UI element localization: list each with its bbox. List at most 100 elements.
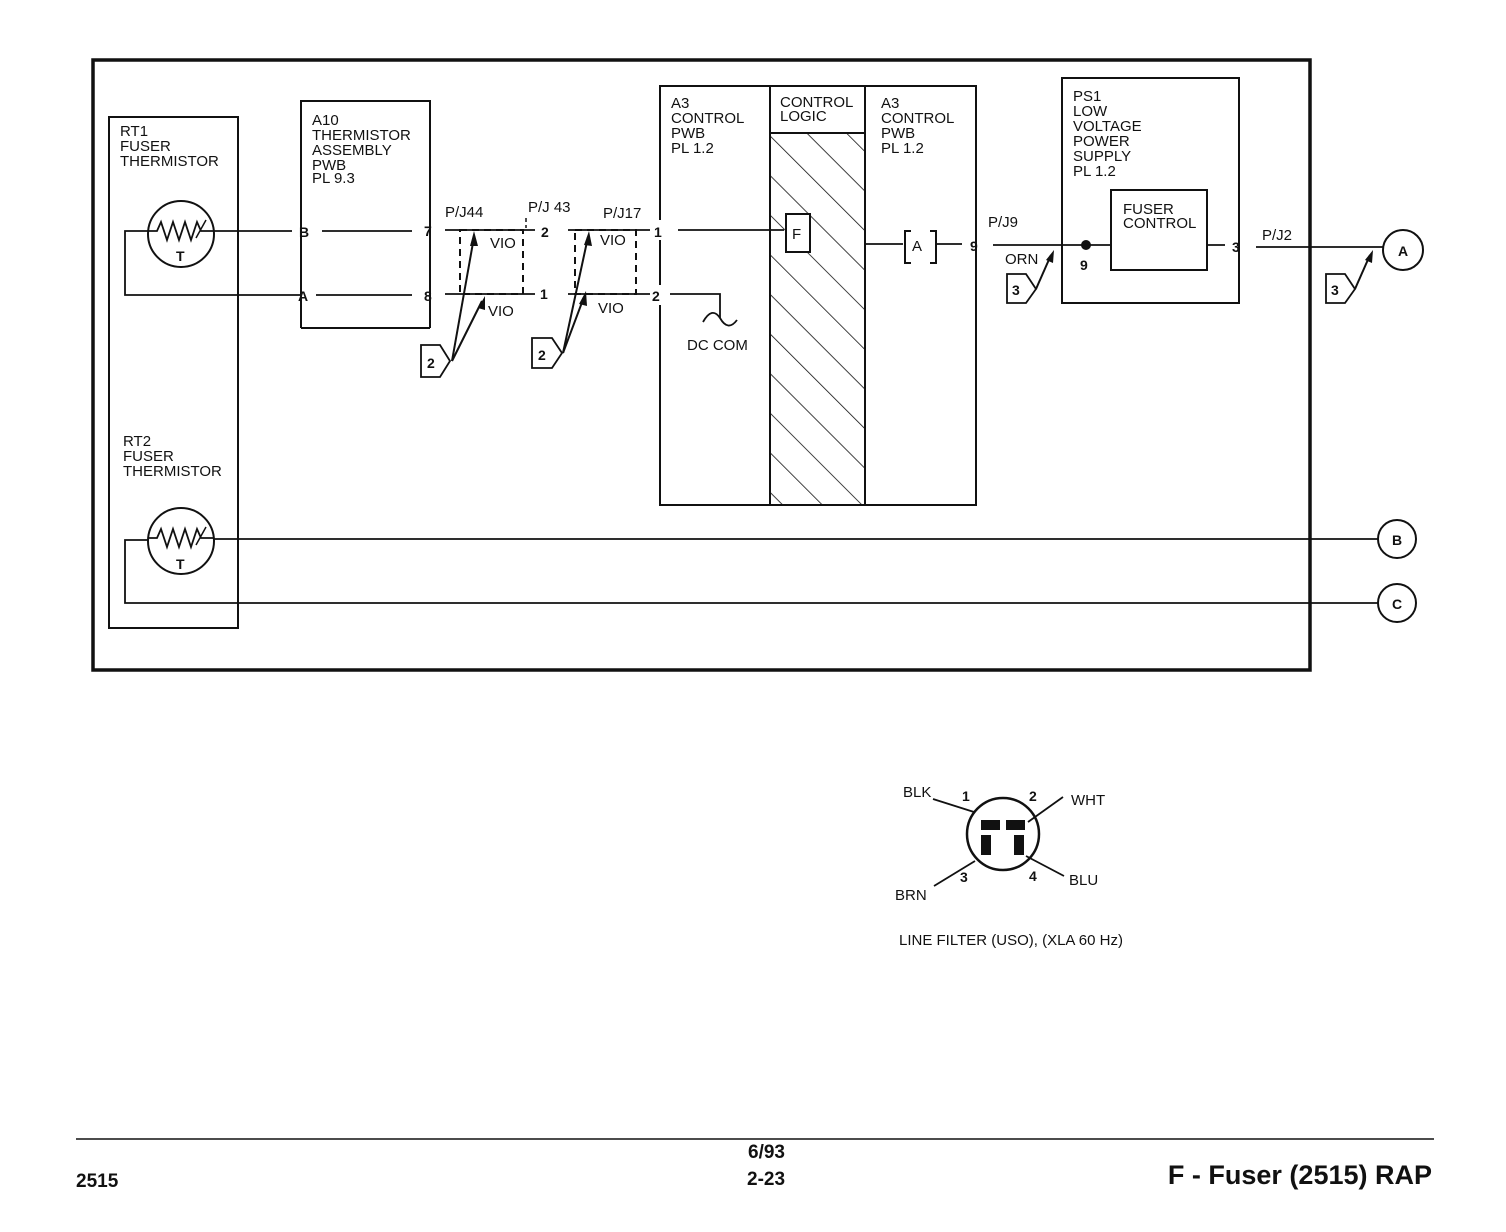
- vio-label-3: VIO: [600, 232, 626, 249]
- dc-com-icon: [702, 312, 738, 327]
- a-block-label: A: [912, 238, 922, 255]
- pj17-label: P/J17: [603, 205, 641, 222]
- pj43-label: P/J 43: [528, 199, 571, 216]
- a10-label-2: THERMISTOR: [312, 127, 411, 144]
- filter-pin-1: 1: [962, 788, 970, 804]
- a10-label-4: PWB: [312, 157, 346, 174]
- logic-f-label: F: [792, 226, 801, 243]
- dc-com-label: DC COM: [687, 337, 748, 354]
- ps1-pin-3: 3: [1232, 239, 1240, 255]
- rt1-symbol: T: [176, 248, 185, 264]
- ps1-label-5: SUPPLY: [1073, 148, 1131, 165]
- control-logic-label-2: LOGIC: [780, 108, 827, 125]
- a3-right-block: [864, 85, 977, 506]
- line-filter-connector-icon: [932, 796, 1065, 887]
- a10-pin-a: A: [298, 288, 308, 304]
- a3-right-label-2: CONTROL: [881, 110, 954, 127]
- vio-label-4: VIO: [598, 300, 624, 317]
- rt1-thermistor-icon: T: [147, 200, 215, 268]
- callout-2-right-icon: 2: [531, 231, 592, 369]
- callout-3-left-icon: 3: [1006, 250, 1054, 304]
- a10-pin-b: B: [299, 224, 309, 240]
- rt1-label-3: THERMISTOR: [120, 153, 219, 170]
- rt2-symbol: T: [176, 556, 185, 572]
- fuser-control-block: [1110, 189, 1208, 271]
- logic-f-block: [785, 213, 811, 253]
- a3-left-label-4: PL 1.2: [671, 140, 714, 157]
- footer-date: 6/93: [748, 1142, 785, 1163]
- fuser-control-label-1: FUSER: [1123, 201, 1174, 218]
- a3-right-label-1: A3: [881, 95, 899, 112]
- pj43-pin-1: 1: [540, 286, 548, 302]
- pj43-pin-2: 2: [541, 224, 549, 240]
- pj44-label: P/J44: [445, 204, 483, 221]
- callout-3-left-text: 3: [1012, 282, 1020, 298]
- ps1-label-2: LOW: [1073, 103, 1108, 120]
- rt2-thermistor-icon: T: [147, 507, 215, 575]
- terminal-a: A: [1382, 229, 1424, 271]
- ps1-block: [1061, 77, 1240, 304]
- terminal-c-label: C: [1392, 596, 1402, 612]
- rt2-label-3: THERMISTOR: [123, 463, 222, 480]
- filter-pin-4: 4: [1029, 868, 1037, 884]
- filter-pin-3: 3: [960, 869, 968, 885]
- a3-left-pin-2: 2: [652, 288, 660, 304]
- footer-title: F - Fuser (2515) RAP: [1167, 1160, 1432, 1190]
- rt2-label-2: FUSER: [123, 448, 174, 465]
- a10-pin-7: 7: [424, 223, 432, 239]
- ps1-label-4: POWER: [1073, 133, 1130, 150]
- ps1-label-1: PS1: [1073, 88, 1101, 105]
- terminal-c: C: [1377, 583, 1417, 623]
- pj2-label: P/J2: [1262, 227, 1292, 244]
- a10-label-1: A10: [312, 112, 339, 129]
- rt-block: [108, 116, 239, 629]
- splice-dot: [1081, 240, 1091, 250]
- rt2-label-1: RT2: [123, 433, 151, 450]
- diagram-frame: [91, 58, 1312, 672]
- pj17-shield: [574, 229, 637, 295]
- ps1-pin-9: 9: [1080, 257, 1088, 273]
- ps1-label-3: VOLTAGE: [1073, 118, 1142, 135]
- callout-2-right-text: 2: [538, 347, 546, 363]
- a3-left-label-3: PWB: [671, 125, 705, 142]
- vio-label-2: VIO: [488, 303, 514, 320]
- wire-blu-label: BLU: [1069, 872, 1098, 889]
- callout-2-left-icon: 2: [420, 231, 485, 378]
- callout-3-right-text: 3: [1331, 282, 1339, 298]
- a-block-left-bracket: [904, 230, 911, 264]
- vio-label-1: VIO: [490, 235, 516, 252]
- ps1-label-6: PL 1.2: [1073, 163, 1116, 180]
- rt1-label-1: RT1: [120, 123, 148, 140]
- line-filter-caption: LINE FILTER (USO), (XLA 60 Hz): [899, 932, 1123, 949]
- terminal-b-label: B: [1392, 532, 1402, 548]
- pj44-shield: [459, 229, 524, 295]
- rt1-loop-wire: [124, 230, 300, 296]
- wire-brn-label: BRN: [895, 887, 927, 904]
- footer-model: 2515: [76, 1171, 119, 1192]
- wire-blk-label: BLK: [903, 784, 931, 801]
- rt1-label-2: FUSER: [120, 138, 171, 155]
- pj9-label: P/J9: [988, 214, 1018, 231]
- a10-label-5: PL 9.3: [312, 170, 355, 187]
- a3-left-label-1: A3: [671, 95, 689, 112]
- wire-wht-label: WHT: [1071, 792, 1105, 809]
- a10-label-3: ASSEMBLY: [312, 142, 392, 159]
- a3-left-pin-1: 1: [654, 224, 662, 240]
- rt2-loop-wire: [124, 539, 1378, 604]
- fuser-control-label-2: CONTROL: [1123, 215, 1196, 232]
- a3-right-pin-9: 9: [970, 238, 978, 254]
- orn-label: ORN: [1005, 251, 1038, 268]
- a10-pin-8: 8: [424, 288, 432, 304]
- filter-pin-2: 2: [1029, 788, 1037, 804]
- callout-3-right-icon: 3: [1325, 250, 1373, 304]
- terminal-b: B: [1377, 519, 1417, 559]
- callout-2-left-text: 2: [427, 355, 435, 371]
- a3-right-label-3: PWB: [881, 125, 915, 142]
- a10-block: [300, 100, 431, 311]
- terminal-a-label: A: [1398, 243, 1408, 259]
- a-block-right-bracket: [930, 230, 937, 264]
- a3-left-label-2: CONTROL: [671, 110, 744, 127]
- a3-right-label-4: PL 1.2: [881, 140, 924, 157]
